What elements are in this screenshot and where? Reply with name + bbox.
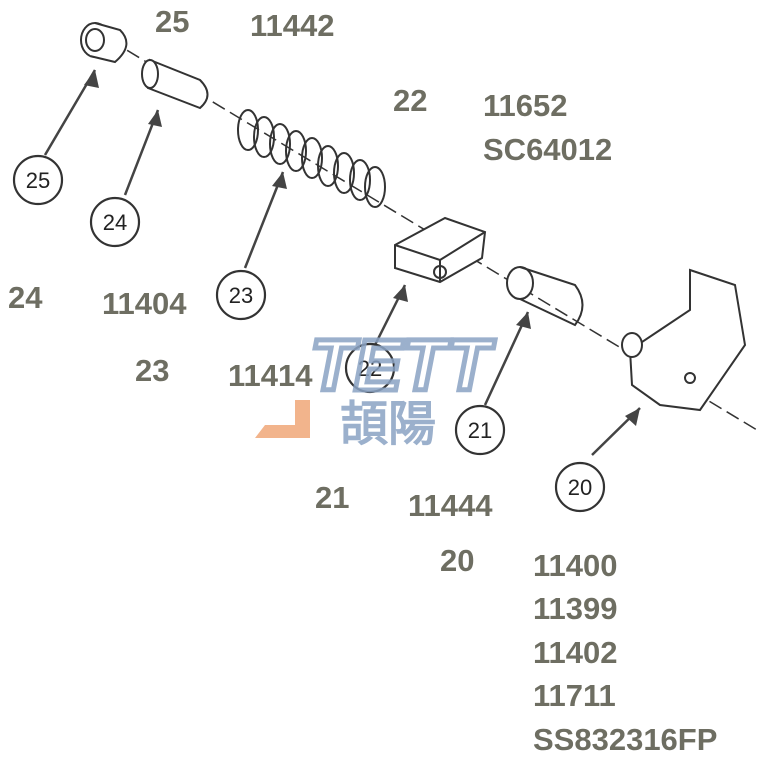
label-23: 23 (135, 353, 170, 388)
part-22-block (394, 216, 487, 284)
label-11652: 11652 (483, 88, 568, 123)
callout-22 (344, 342, 396, 394)
callout-21-text: 21 (468, 418, 492, 443)
label-11414: 11414 (228, 358, 313, 393)
svg-text:TETT: TETT (310, 326, 496, 406)
callout-22-text: 22 (358, 356, 382, 381)
callout-25 (12, 154, 64, 206)
label-11400: 11400 (533, 548, 618, 583)
part-24-sleeve (141, 58, 209, 110)
label-11402: 11402 (533, 635, 618, 670)
callout-24 (89, 196, 141, 248)
callout-20-text: 20 (568, 475, 592, 500)
label-SS832316FP: SS832316FP (533, 722, 718, 757)
label-11399: 11399 (533, 591, 618, 626)
svg-text:頡陽: 頡陽 (340, 396, 436, 450)
label-21: 21 (315, 480, 350, 515)
label-11711: 11711 (533, 678, 616, 713)
callout-20 (554, 461, 606, 513)
callout-24-text: 24 (103, 210, 127, 235)
part-23-spring (237, 109, 386, 208)
label-22: 22 (393, 83, 428, 118)
part-21-bushing (506, 266, 584, 327)
label-11442: 11442 (250, 8, 335, 43)
label-11404: 11404 (102, 286, 187, 321)
part-20-bracket (621, 268, 747, 412)
label-11444: 11444 (408, 488, 493, 523)
callout-25-text: 25 (26, 168, 50, 193)
label-25: 25 (155, 4, 190, 39)
label-20: 20 (440, 543, 475, 578)
callout-21 (454, 404, 506, 456)
label-SC64012: SC64012 (483, 132, 613, 167)
callout-23 (215, 269, 267, 321)
callout-23-text: 23 (229, 283, 253, 308)
part-25-cap (80, 22, 128, 64)
watermark-logo: TETT 頡陽 (250, 320, 510, 450)
label-24: 24 (8, 280, 43, 315)
